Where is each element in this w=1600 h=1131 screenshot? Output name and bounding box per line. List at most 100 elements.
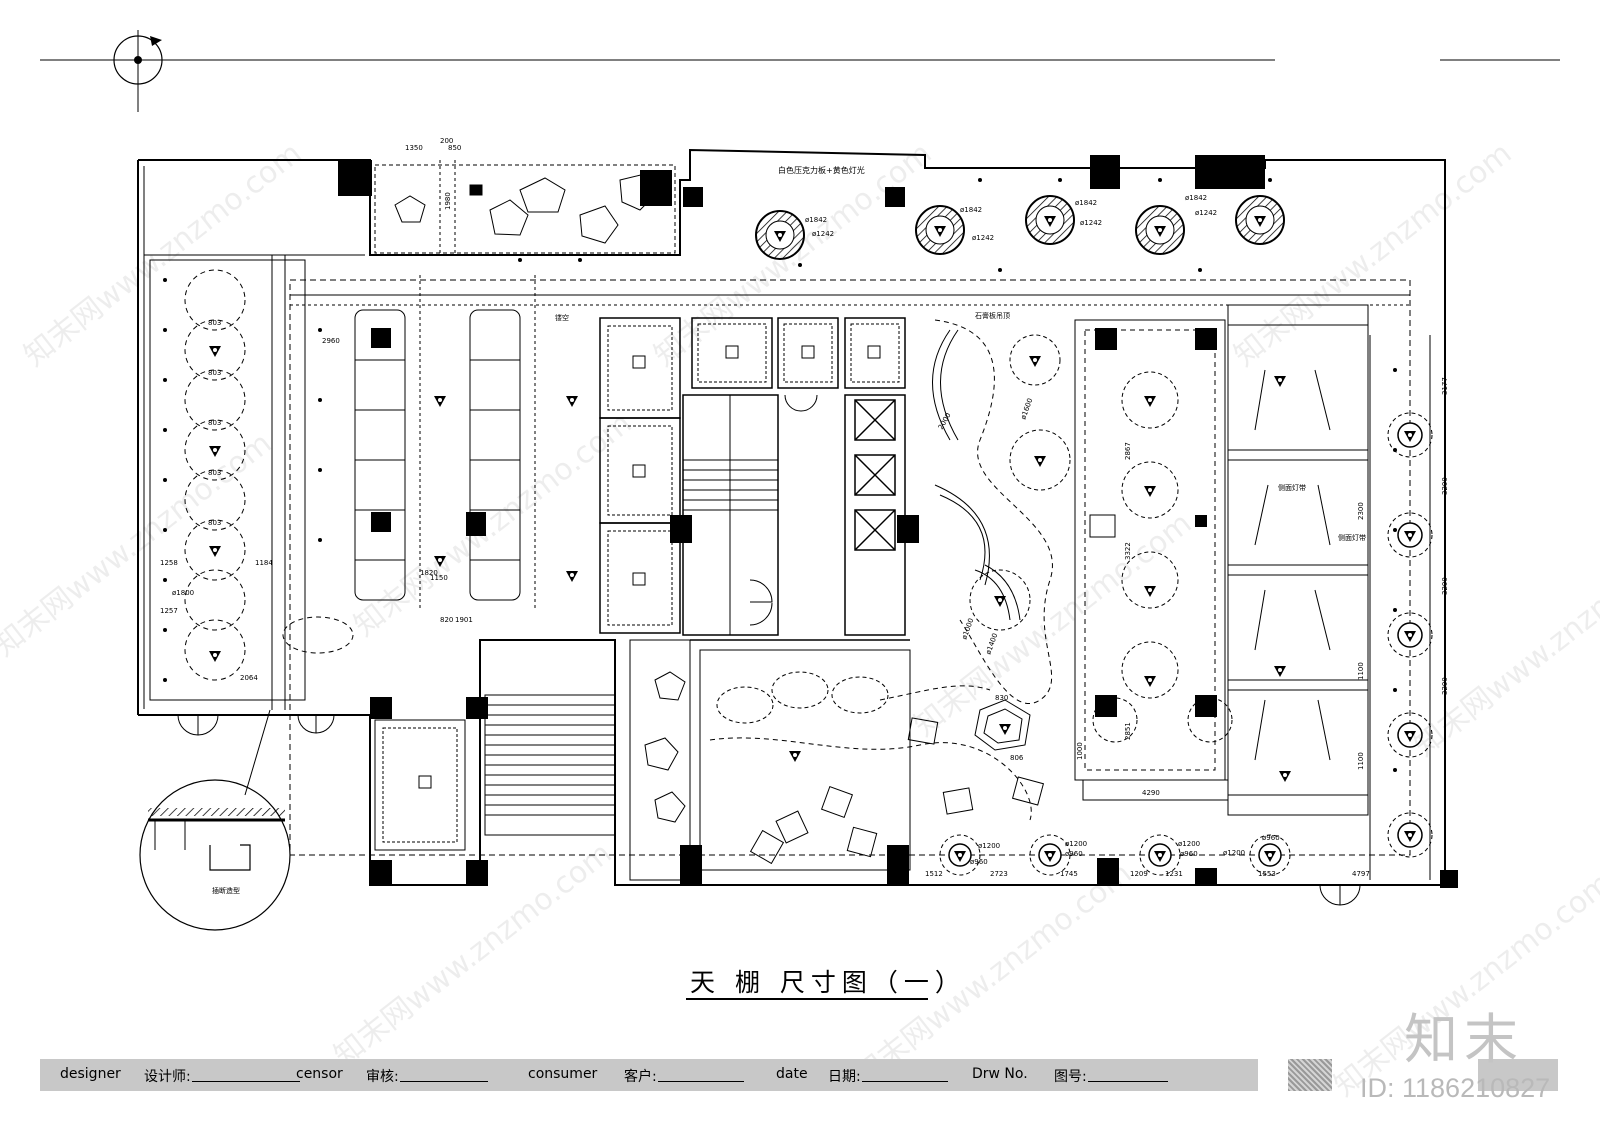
dim-803-d: 803 <box>208 469 221 477</box>
downlight-dots <box>163 178 1397 772</box>
note-gypsum: 石膏板吊顶 <box>975 311 1010 320</box>
dim-3200-b: 3200 <box>1441 577 1449 595</box>
right-ceiling-lights <box>1387 412 1433 858</box>
doors <box>177 394 1361 906</box>
dim-3200-c: 3200 <box>1441 677 1449 695</box>
curved-ceiling-feature <box>932 319 1071 704</box>
dim-960-b: ø960 <box>1065 850 1083 858</box>
dim-803-e: 803 <box>208 519 221 527</box>
left-ceiling-circles <box>184 269 354 681</box>
structural-columns <box>338 155 1458 888</box>
central-rooms <box>374 317 906 851</box>
hatch-swatch <box>1288 1059 1332 1091</box>
dim-2851: 2851 <box>1124 722 1132 740</box>
dim-1242-c: ø1242 <box>1080 219 1102 227</box>
dim-830: 830 <box>995 694 1008 702</box>
top-left-seating <box>374 160 676 255</box>
dim-1842-a: ø1842 <box>805 216 827 224</box>
dim-1842-d: ø1842 <box>1185 194 1207 202</box>
drw-field[interactable] <box>1088 1081 1168 1082</box>
designer-field[interactable] <box>192 1081 300 1082</box>
brand-logo: 知末 <box>1404 1008 1524 1071</box>
note-detail: 插断造型 <box>212 886 240 895</box>
title-block-end <box>1478 1059 1558 1091</box>
dim-1600-a: ø1600 <box>1019 397 1034 421</box>
booth-area <box>271 255 536 710</box>
dim-1231: 1231 <box>1165 870 1183 878</box>
note-hollow: 镂空 <box>555 313 569 322</box>
dim-803-b: 803 <box>208 369 221 377</box>
drawing-title: 天 棚 尺寸图（一） <box>690 968 966 997</box>
dim-803-c: 803 <box>208 419 221 427</box>
bottom-ceiling-lights <box>939 834 1291 876</box>
detail-callout <box>139 709 291 931</box>
dim-1200-c: ø1200 <box>1178 840 1200 848</box>
dim-1209: 1209 <box>1130 870 1148 878</box>
dim-1980: 1980 <box>444 192 452 210</box>
lower-dining-area <box>629 639 1045 881</box>
consumer-field[interactable] <box>658 1081 744 1082</box>
consumer-label-en: consumer <box>528 1066 598 1082</box>
dim-4290: 4290 <box>1142 789 1160 797</box>
dim-820: 820 <box>440 616 453 624</box>
dim-1200-a: ø1200 <box>978 842 1000 850</box>
dim-3177: 3177 <box>1441 377 1449 395</box>
north-arrow-icon <box>113 30 163 112</box>
dim-1553: 1553 <box>1258 870 1276 878</box>
dim-2064: 2064 <box>240 674 258 682</box>
designer-label-cn: 设计师: <box>144 1069 191 1085</box>
dim-1242-a: ø1242 <box>812 230 834 238</box>
dim-2867: 2867 <box>1124 442 1132 460</box>
dim-960-c: ø960 <box>1180 850 1198 858</box>
consumer-label-cn: 客户: <box>624 1069 657 1085</box>
dim-2723: 2723 <box>990 870 1008 878</box>
right-hollow-zone <box>1227 304 1369 816</box>
dim-803-a: 803 <box>208 319 221 327</box>
dim-1350: 1350 <box>405 144 423 152</box>
note-side-strip: 侧面灯带 <box>1278 483 1306 492</box>
dim-806: 806 <box>1010 754 1024 762</box>
dim-1901: 1901 <box>455 616 473 624</box>
drw-label-en: Drw No. <box>972 1066 1028 1082</box>
date-label-en: date <box>776 1066 808 1082</box>
dim-960-a: ø960 <box>970 858 988 866</box>
note-side-strip-b: 侧面灯带 <box>1338 533 1366 542</box>
censor-field[interactable] <box>400 1081 488 1082</box>
dim-1000-b: 1000 <box>1076 742 1084 760</box>
dim-1242-b: ø1242 <box>972 234 994 242</box>
dim-1242-d: ø1242 <box>1195 209 1217 217</box>
dim-960-d: ø960 <box>1262 834 1280 842</box>
dim-3322: 3322 <box>1124 542 1132 560</box>
designer-label-en: designer <box>60 1066 121 1082</box>
dim-200: 200 <box>440 137 453 145</box>
dim-1400-a: ø1400 <box>984 632 999 656</box>
dim-1257: 1257 <box>160 607 178 615</box>
note-top-band: 白色压克力板+黄色灯光 <box>778 165 865 175</box>
dim-1000-a: ø1000 <box>960 617 975 641</box>
dim-1184: 1184 <box>255 559 273 567</box>
dim-2000: 2000 <box>937 412 953 431</box>
right-center-zone <box>1074 319 1233 801</box>
dim-3200-a: 3200 <box>1441 477 1449 495</box>
dim-2960: 2960 <box>322 337 340 345</box>
dim-1258: 1258 <box>160 559 178 567</box>
dim-1150: 1150 <box>430 574 448 582</box>
date-field[interactable] <box>862 1081 948 1082</box>
dim-1820: 1820 <box>420 569 438 577</box>
staircase <box>484 394 779 836</box>
dim-850: 850 <box>448 144 461 152</box>
dim-1800: ø1800 <box>172 589 194 597</box>
drw-label-cn: 图号: <box>1054 1069 1087 1085</box>
dim-1745: 1745 <box>1060 870 1078 878</box>
brand-id: ID: 1186210827 <box>1360 1073 1551 1103</box>
dim-1842-b: ø1842 <box>960 206 982 214</box>
dim-1200-d: ø1200 <box>1223 849 1245 857</box>
dim-1200-b: ø1200 <box>1065 840 1087 848</box>
title-underline <box>686 998 928 1000</box>
pendant-lights-top <box>755 195 1285 260</box>
dim-1100-b: 1100 <box>1357 752 1365 770</box>
dim-4797: 4797 <box>1352 870 1370 878</box>
dim-1100-a: 1100 <box>1357 662 1365 680</box>
elevators <box>844 394 906 636</box>
